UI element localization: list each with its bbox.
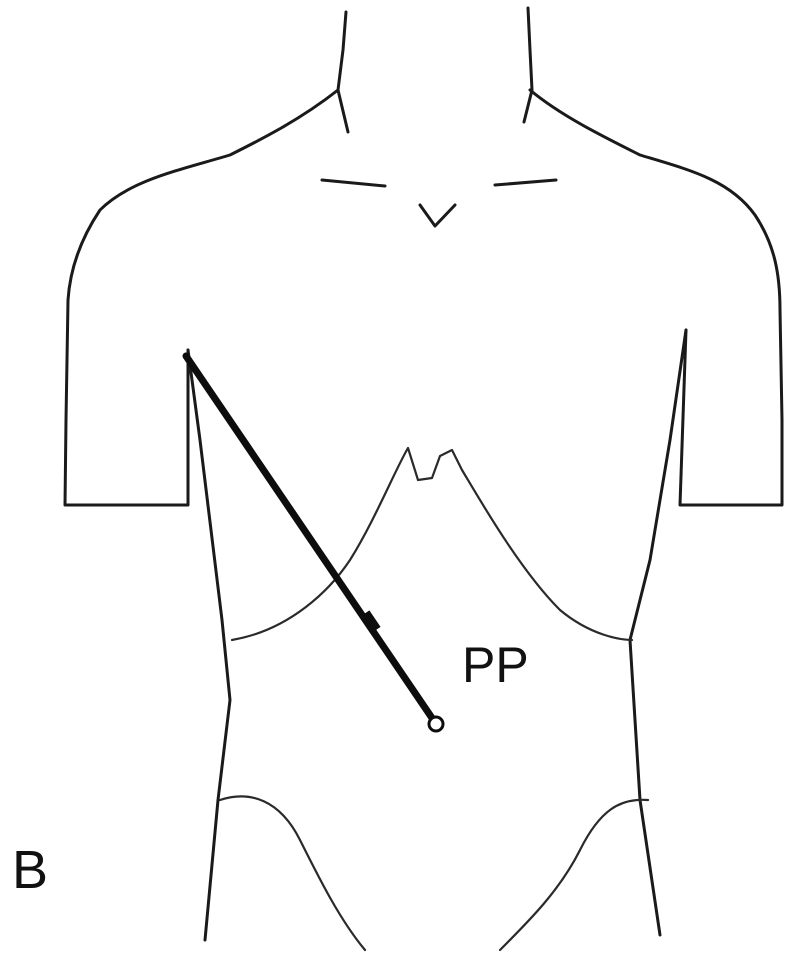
pelvic-line-left [220, 796, 365, 950]
torso-left-side [188, 350, 230, 940]
costal-margin [232, 448, 632, 640]
panel-label-b: B [12, 840, 48, 900]
neck-right-line [524, 8, 532, 122]
sternal-notch [420, 205, 455, 226]
left-clavicle [322, 180, 385, 186]
pelvic-line-right [500, 800, 648, 950]
probe-line [186, 356, 432, 718]
probe-tip [429, 717, 443, 731]
right-clavicle [495, 180, 556, 185]
torso-right-side [630, 330, 686, 935]
region-label-pp: PP [462, 637, 529, 693]
right-shoulder-arm-outline [530, 90, 782, 505]
neck-left-line [338, 12, 348, 132]
